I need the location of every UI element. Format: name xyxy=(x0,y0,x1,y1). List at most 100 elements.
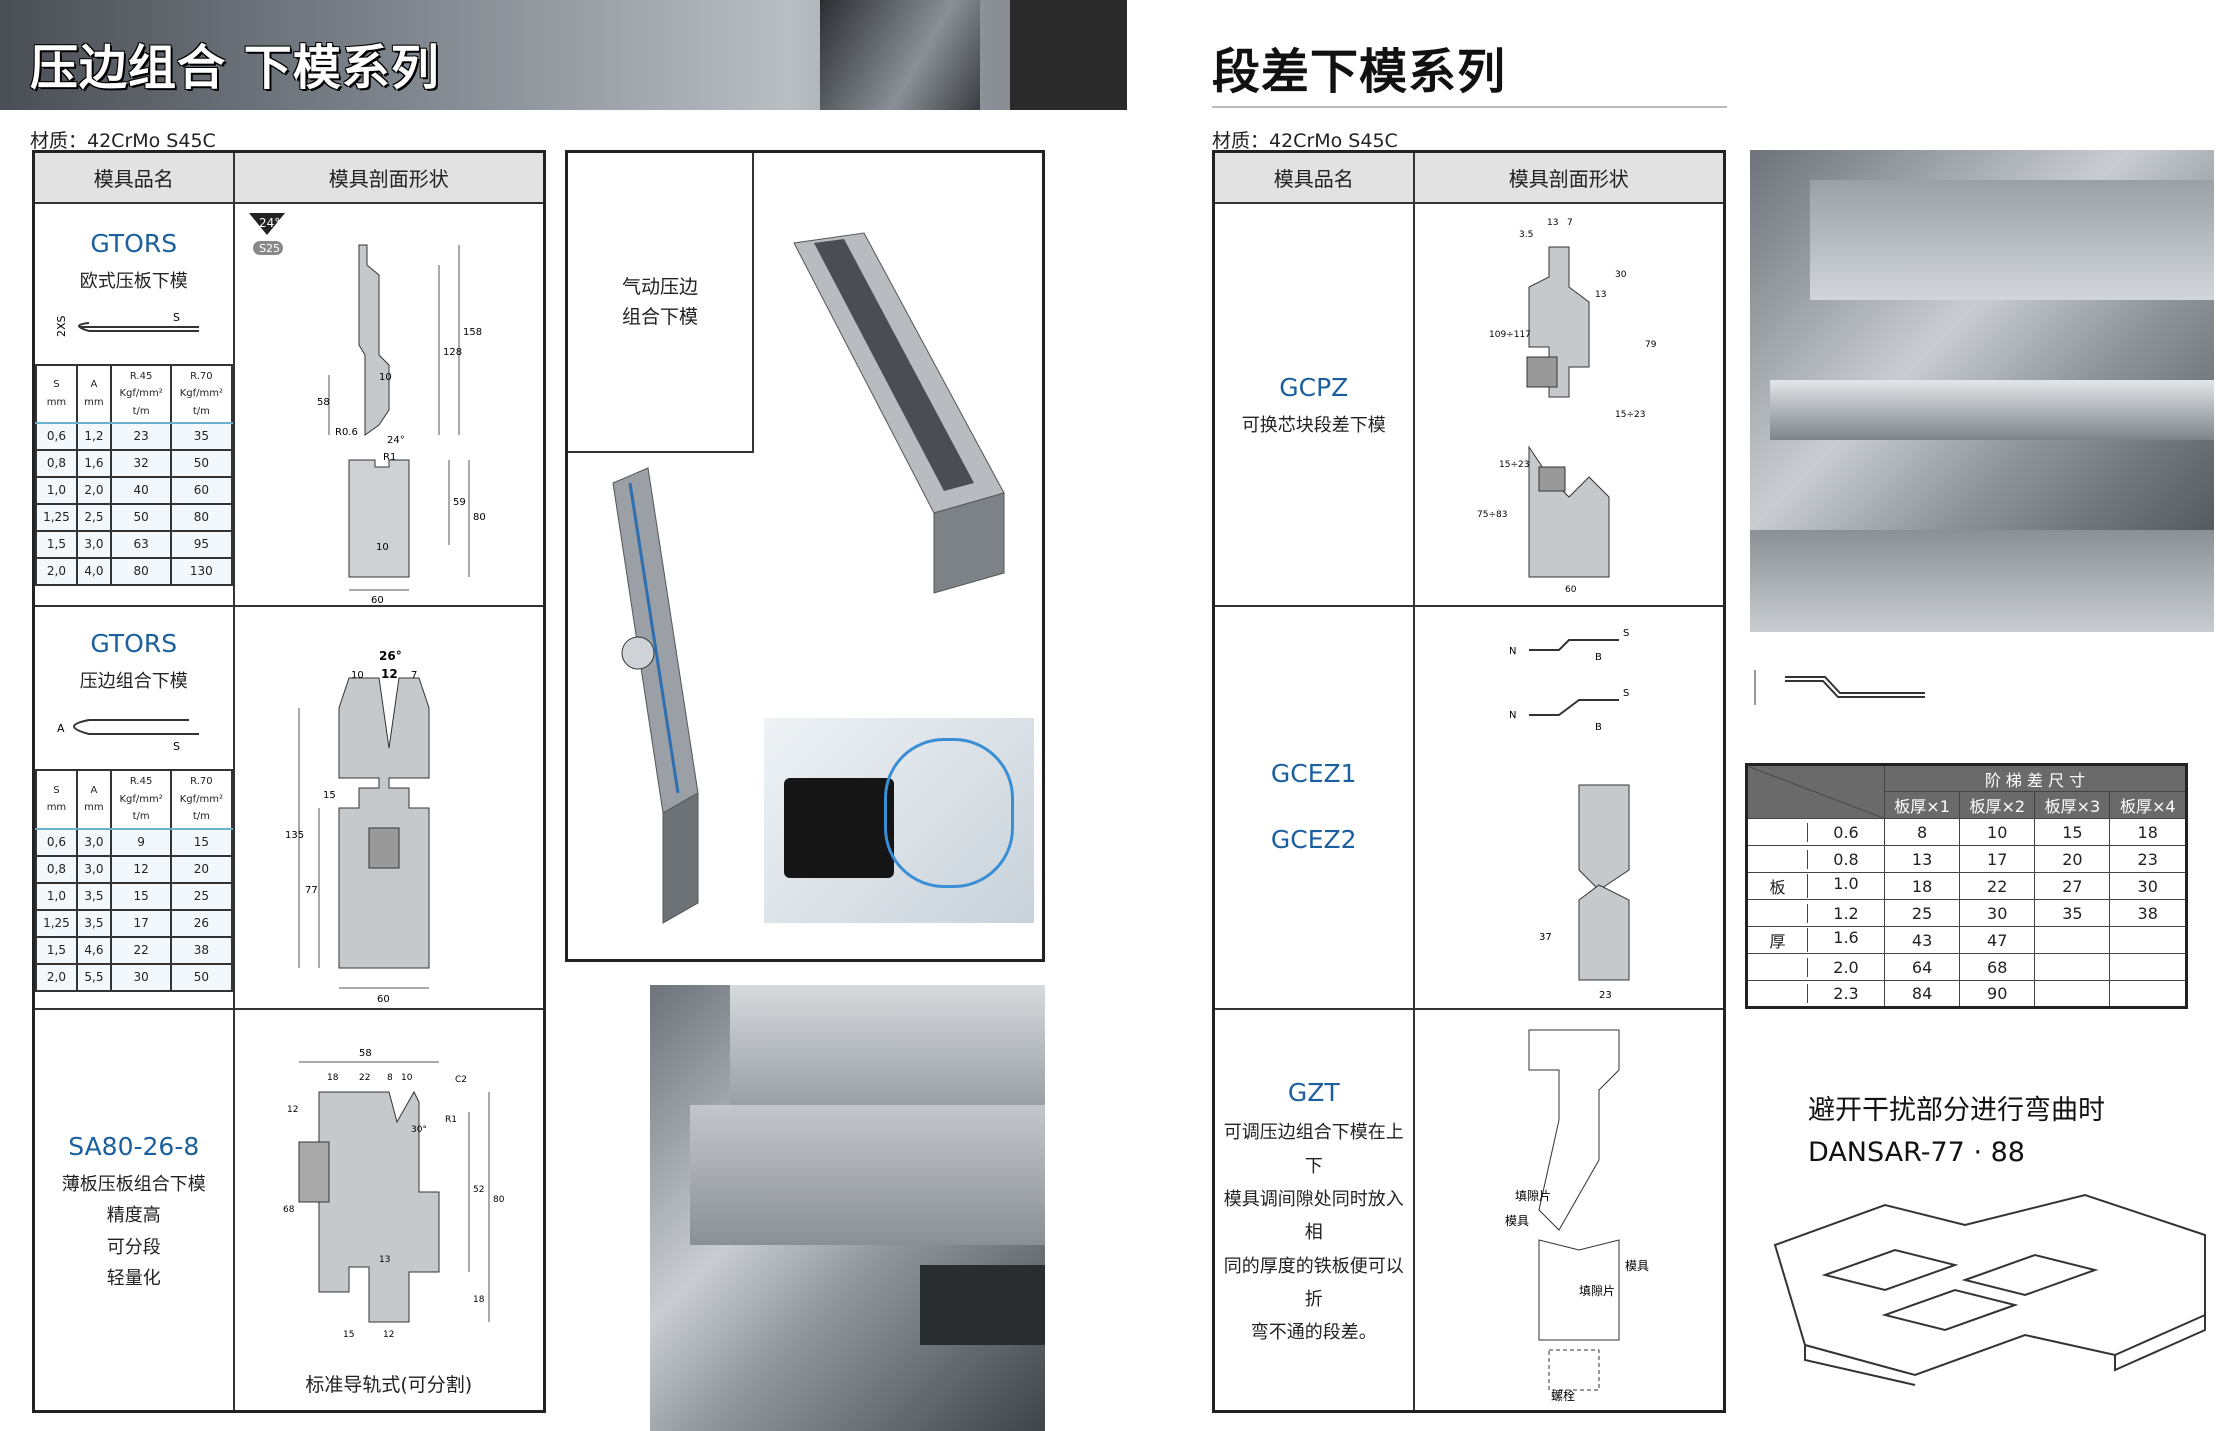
svg-text:R0.6: R0.6 xyxy=(335,427,358,438)
svg-text:80: 80 xyxy=(473,512,486,523)
svg-text:12: 12 xyxy=(383,1330,394,1340)
die-block-photo xyxy=(793,232,1005,594)
row3-line: 可分段 xyxy=(106,1236,161,1258)
col-header: 板厚×3 xyxy=(2034,791,2111,819)
svg-text:C2: C2 xyxy=(455,1075,467,1085)
svg-text:R1: R1 xyxy=(383,452,396,463)
gtors-hem-profile-drawing: 26° 10 12 7 135 15 77 60 xyxy=(285,649,430,1005)
right-spec-table: 模具品名 模具剖面形状 GCPZ 可换芯块段差下模 13 7 3.5 30 13… xyxy=(1212,150,1726,1413)
svg-text:15÷23: 15÷23 xyxy=(1499,460,1529,470)
gzt-name-cell: GZT 可调压边组合下模在上下 模具调间隙处同时放入相 同的厚度的铁板便可以折 … xyxy=(1212,1007,1415,1413)
header-profile: 模具剖面形状 xyxy=(232,150,546,204)
row3-line: 轻量化 xyxy=(106,1268,161,1290)
svg-text:80: 80 xyxy=(493,1195,505,1205)
svg-text:螺栓: 螺栓 xyxy=(1551,1388,1575,1403)
row2-plate-sketch: A S xyxy=(57,718,199,753)
svg-text:S: S xyxy=(1623,688,1629,699)
svg-text:60: 60 xyxy=(377,994,390,1005)
long-die-photo xyxy=(612,467,699,924)
svg-text:10: 10 xyxy=(379,372,392,383)
svg-text:68: 68 xyxy=(283,1205,295,1215)
svg-text:58: 58 xyxy=(317,397,330,408)
gzt-profile-cell: 填隙片 模具 模具 填隙片 螺栓 xyxy=(1412,1007,1726,1413)
row3-code: SA80-26-8 xyxy=(68,1131,200,1161)
svg-text:10: 10 xyxy=(401,1073,413,1083)
row3-line: 精度高 xyxy=(106,1205,161,1227)
gcez2-code: GCEZ2 xyxy=(1270,825,1357,854)
svg-text:B: B xyxy=(1595,722,1602,733)
dansar-line2: DANSAR-77 · 88 xyxy=(1808,1136,2025,1168)
row3-profile-cell: 58 18 22 8 10 C2 R1 12 30° 52 80 68 13 1… xyxy=(232,1007,546,1413)
svg-text:15: 15 xyxy=(323,790,336,801)
svg-text:填隙片: 填隙片 xyxy=(1515,1189,1551,1203)
svg-text:模具: 模具 xyxy=(1625,1259,1649,1273)
gzt-profile-drawing: 填隙片 模具 模具 填隙片 螺栓 xyxy=(1505,1029,1649,1403)
dim-2xs: 2XS xyxy=(55,316,68,338)
gcpz-profile-drawing: 13 7 3.5 30 13 109÷117 79 15÷23 15÷23 75… xyxy=(1477,218,1657,595)
corner-cell xyxy=(1746,764,1885,819)
side-label: 板 xyxy=(1748,874,1808,898)
pneumatic-label-line: 气动压边 xyxy=(621,275,698,298)
svg-text:R1: R1 xyxy=(445,1115,457,1125)
dansar-isometric-drawing xyxy=(1773,1193,2206,1386)
svg-text:75÷83: 75÷83 xyxy=(1477,510,1507,520)
step-offset-sketch xyxy=(1754,670,1925,705)
header-profile: 模具剖面形状 xyxy=(1412,150,1726,204)
svg-text:12: 12 xyxy=(381,667,398,681)
table-row: SA80-26-8 薄板压板组合下模 精度高 可分段 轻量化 58 18 22 … xyxy=(32,1007,546,1413)
row3-caption: 标准导轨式(可分割) xyxy=(305,1374,473,1397)
svg-text:模具: 模具 xyxy=(1505,1214,1529,1228)
s-badge: S25 xyxy=(259,242,280,255)
pneumatic-block: 气动压边 组合下模 xyxy=(565,150,1045,962)
svg-text:52: 52 xyxy=(473,1185,484,1195)
svg-text:18: 18 xyxy=(473,1295,485,1305)
svg-text:59: 59 xyxy=(453,497,466,508)
gzt-line: 模具调间隙处同时放入相 xyxy=(1223,1188,1404,1244)
left-banner: 压边组合 下模系列 xyxy=(0,0,1127,110)
svg-text:3.5: 3.5 xyxy=(1519,230,1533,240)
header-name: 模具品名 xyxy=(32,150,235,204)
svg-text:60: 60 xyxy=(1565,585,1577,595)
pump-photo xyxy=(764,718,1034,923)
svg-text:15: 15 xyxy=(343,1330,354,1340)
svg-text:26°: 26° xyxy=(379,649,402,663)
svg-text:填隙片: 填隙片 xyxy=(1579,1284,1615,1298)
long-die-cell xyxy=(568,453,754,959)
svg-text:109÷117: 109÷117 xyxy=(1489,330,1531,340)
gcez1-code: GCEZ1 xyxy=(1270,759,1357,789)
svg-text:23: 23 xyxy=(1599,990,1612,1001)
svg-text:12: 12 xyxy=(287,1105,298,1115)
machine-closeup-photo xyxy=(650,985,1045,1431)
row3-name-cell: SA80-26-8 薄板压板组合下模 精度高 可分段 轻量化 xyxy=(32,1007,235,1413)
banner-machine-photo xyxy=(820,0,980,110)
step-table-title: 阶 梯 差 尺 寸 xyxy=(1884,764,2187,792)
svg-text:18: 18 xyxy=(327,1073,339,1083)
gcez-profile-drawing: N S B N S B 37 23 xyxy=(1509,628,1630,1001)
hose-loop xyxy=(884,738,1014,888)
svg-text:10: 10 xyxy=(376,542,389,553)
svg-text:79: 79 xyxy=(1645,340,1657,350)
gzt-line: 可调压边组合下模在上下 xyxy=(1223,1122,1404,1177)
svg-text:15÷23: 15÷23 xyxy=(1615,410,1645,420)
svg-text:77: 77 xyxy=(305,885,318,896)
angle-badge: 24° xyxy=(259,216,280,230)
sa80-profile-drawing: 58 18 22 8 10 C2 R1 12 30° 52 80 68 13 1… xyxy=(283,1048,505,1340)
svg-text:22: 22 xyxy=(359,1073,370,1083)
table-row: GCPZ 可换芯块段差下模 13 7 3.5 30 13 109÷117 79 … xyxy=(1212,201,1726,607)
gcez-name-cell: GCEZ1 GCEZ2 xyxy=(1212,604,1415,1010)
table-row: GZT 可调压边组合下模在上下 模具调间隙处同时放入相 同的厚度的铁板便可以折 … xyxy=(1212,1007,1726,1413)
svg-text:A: A xyxy=(57,722,65,735)
row2-code: GTORS xyxy=(90,629,178,659)
dansar-line1: 避开干扰部分进行弯曲时 xyxy=(1808,1095,2105,1126)
svg-text:135: 135 xyxy=(285,830,304,841)
gzt-line: 同的厚度的铁板便可以折 xyxy=(1223,1255,1404,1310)
gcpz-code: GCPZ xyxy=(1279,373,1349,403)
row2-profile-cell: 26° 10 12 7 135 15 77 60 xyxy=(232,604,546,1010)
svg-text:37: 37 xyxy=(1539,932,1552,943)
